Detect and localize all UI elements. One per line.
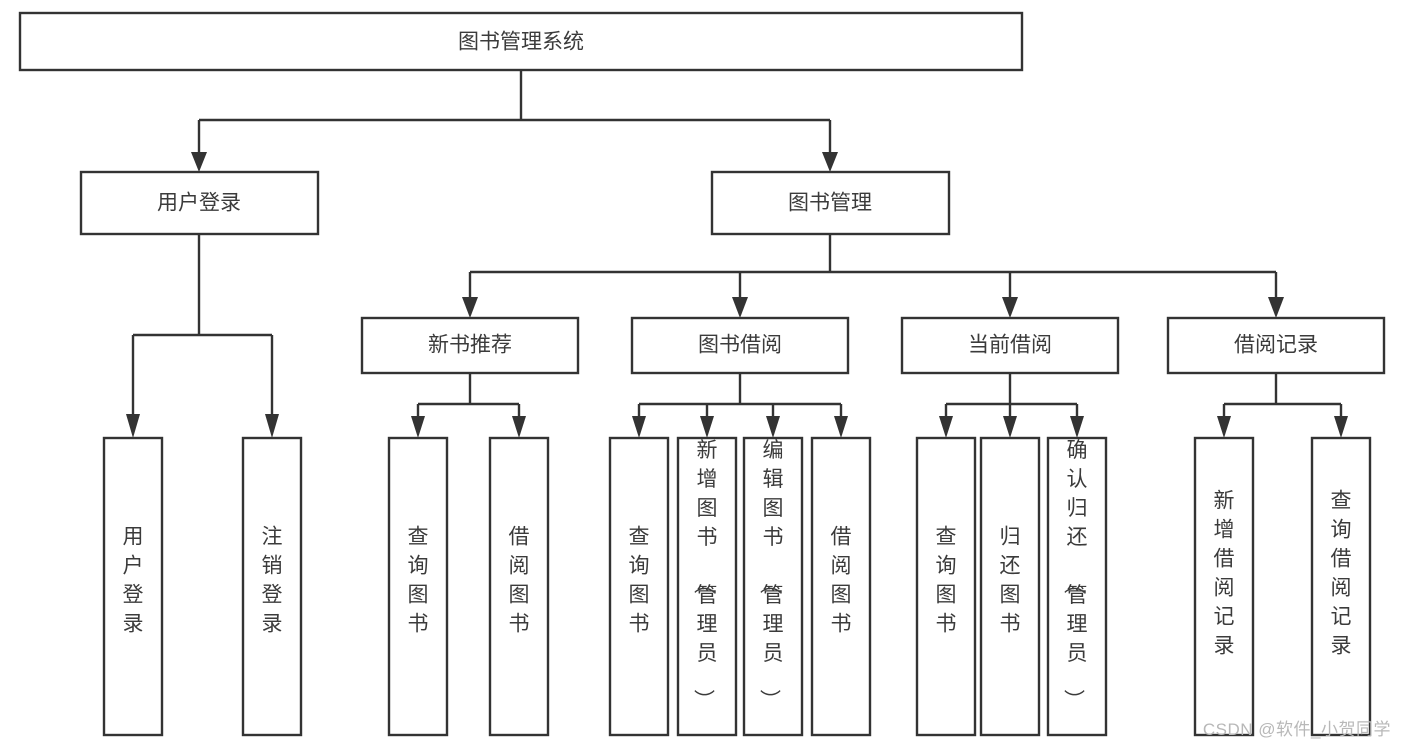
node-leaf-borrow-book-1-label: 借阅图书 bbox=[509, 526, 530, 636]
node-leaf-query-book-2-label: 查询图书 bbox=[629, 526, 650, 636]
node-new-book-recommend[interactable]: 新书推荐 bbox=[360, 316, 580, 375]
node-leaf-add-book-admin-box[interactable] bbox=[676, 436, 738, 737]
node-leaf-logout-login-box[interactable] bbox=[241, 436, 303, 737]
node-leaf-query-book-1-box[interactable] bbox=[387, 436, 449, 737]
node-user-login[interactable]: 用户登录 bbox=[79, 170, 320, 236]
node-leaf-add-book-admin[interactable]: 新增图书（管理员） bbox=[676, 436, 738, 737]
node-book-borrow[interactable]: 图书借阅 bbox=[630, 316, 850, 375]
node-root[interactable]: 图书管理系统 bbox=[18, 11, 1024, 72]
node-leaf-query-book-2-box[interactable] bbox=[608, 436, 670, 737]
node-book-manage-box[interactable] bbox=[710, 170, 951, 236]
node-current-borrow-box[interactable] bbox=[900, 316, 1120, 375]
node-leaf-confirm-return-admin-label: 确认归还（管理员） bbox=[1062, 439, 1088, 710]
arrow-head-leaf-query-book-1 bbox=[411, 416, 425, 438]
node-leaf-query-book-2[interactable]: 查询图书 bbox=[608, 436, 670, 737]
arrow-head-leaf-logout-login bbox=[265, 414, 279, 438]
arrow-head-borrow-record bbox=[1268, 297, 1284, 318]
node-new-book-recommend-label: 新书推荐 bbox=[428, 334, 512, 357]
node-leaf-confirm-return-admin[interactable]: 确认归还（管理员） bbox=[1046, 436, 1108, 737]
node-leaf-user-login-box[interactable] bbox=[102, 436, 164, 737]
node-leaf-add-borrow-record[interactable]: 新增借阅记录 bbox=[1193, 436, 1255, 737]
node-book-borrow-label: 图书借阅 bbox=[698, 334, 782, 357]
node-leaf-query-borrow-record-label: 查询借阅记录 bbox=[1331, 490, 1352, 658]
arrow-head-leaf-query-book-2 bbox=[632, 416, 646, 438]
arrow-head-new-book-recommend bbox=[462, 297, 478, 318]
node-leaf-add-book-admin-label: 新增图书（管理员） bbox=[692, 439, 718, 710]
node-leaf-add-borrow-record-label: 新增借阅记录 bbox=[1214, 490, 1235, 658]
node-root-box[interactable] bbox=[18, 11, 1024, 72]
node-leaf-query-book-3-box[interactable] bbox=[915, 436, 977, 737]
connector-layer bbox=[126, 70, 1348, 438]
node-book-manage-label: 图书管理 bbox=[788, 192, 872, 215]
node-leaf-query-book-3[interactable]: 查询图书 bbox=[915, 436, 977, 737]
node-borrow-record-box[interactable] bbox=[1166, 316, 1386, 375]
arrow-head-leaf-return-book bbox=[1003, 416, 1017, 438]
node-leaf-edit-book-admin-label: 编辑图书（管理员） bbox=[758, 439, 784, 710]
node-book-borrow-box[interactable] bbox=[630, 316, 850, 375]
node-leaf-add-borrow-record-box[interactable] bbox=[1193, 436, 1255, 737]
node-leaf-borrow-book-1[interactable]: 借阅图书 bbox=[488, 436, 550, 737]
arrow-head-leaf-edit-book-admin bbox=[766, 416, 780, 438]
node-leaf-confirm-return-admin-box[interactable] bbox=[1046, 436, 1108, 737]
node-leaf-query-book-3-label: 查询图书 bbox=[936, 526, 957, 636]
arrow-head-leaf-query-borrow-record bbox=[1334, 416, 1348, 438]
arrow-head-leaf-borrow-book-2 bbox=[834, 416, 848, 438]
node-leaf-query-borrow-record[interactable]: 查询借阅记录 bbox=[1310, 436, 1372, 737]
arrow-head-current-borrow bbox=[1002, 297, 1018, 318]
node-book-manage[interactable]: 图书管理 bbox=[710, 170, 951, 236]
node-leaf-query-book-1[interactable]: 查询图书 bbox=[387, 436, 449, 737]
node-leaf-edit-book-admin-box[interactable] bbox=[742, 436, 804, 737]
node-leaf-user-login[interactable]: 用户登录 bbox=[102, 436, 164, 737]
node-new-book-recommend-box[interactable] bbox=[360, 316, 580, 375]
arrow-head-leaf-add-book-admin bbox=[700, 416, 714, 438]
arrow-head-book-borrow bbox=[732, 297, 748, 318]
arrow-head-leaf-query-book-3 bbox=[939, 416, 953, 438]
node-leaf-borrow-book-2[interactable]: 借阅图书 bbox=[810, 436, 872, 737]
arrow-head-leaf-add-borrow-record bbox=[1217, 416, 1231, 438]
arrow-head-user-login bbox=[191, 152, 207, 172]
node-user-login-box[interactable] bbox=[79, 170, 320, 236]
arrow-head-leaf-confirm-return-admin bbox=[1070, 416, 1084, 438]
node-current-borrow-label: 当前借阅 bbox=[968, 334, 1052, 357]
node-leaf-borrow-book-2-box[interactable] bbox=[810, 436, 872, 737]
node-current-borrow[interactable]: 当前借阅 bbox=[900, 316, 1120, 375]
node-leaf-logout-login[interactable]: 注销登录 bbox=[241, 436, 303, 737]
node-borrow-record[interactable]: 借阅记录 bbox=[1166, 316, 1386, 375]
node-leaf-borrow-book-1-box[interactable] bbox=[488, 436, 550, 737]
node-leaf-logout-login-label: 注销登录 bbox=[262, 526, 283, 636]
arrow-head-leaf-user-login bbox=[126, 414, 140, 438]
arrow-head-book-manage bbox=[822, 152, 838, 172]
node-leaf-user-login-label: 用户登录 bbox=[123, 526, 144, 636]
node-leaf-query-borrow-record-box[interactable] bbox=[1310, 436, 1372, 737]
node-leaf-edit-book-admin[interactable]: 编辑图书（管理员） bbox=[742, 436, 804, 737]
node-root-label: 图书管理系统 bbox=[458, 31, 584, 54]
node-user-login-label: 用户登录 bbox=[157, 192, 241, 215]
node-leaf-borrow-book-2-label: 借阅图书 bbox=[831, 526, 852, 636]
node-leaf-return-book-box[interactable] bbox=[979, 436, 1041, 737]
node-leaf-return-book-label: 归还图书 bbox=[1000, 526, 1021, 636]
node-borrow-record-label: 借阅记录 bbox=[1234, 334, 1318, 357]
arrow-head-leaf-borrow-book-1 bbox=[512, 416, 526, 438]
node-leaf-query-book-1-label: 查询图书 bbox=[408, 526, 429, 636]
node-leaf-return-book[interactable]: 归还图书 bbox=[979, 436, 1041, 737]
